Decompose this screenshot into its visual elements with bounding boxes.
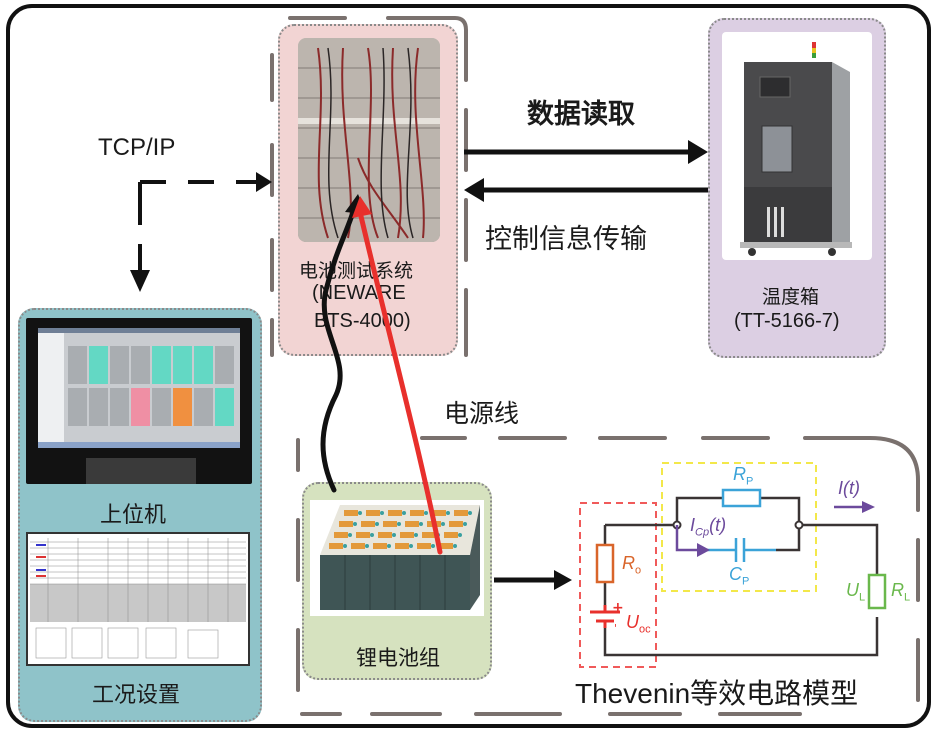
cell-terminal [383,521,397,527]
cell-terminal [351,543,365,549]
cell-post [343,544,347,548]
rp-label: RP [733,464,754,488]
uoc-label: Uoc [626,612,651,636]
cell-terminal [400,532,414,538]
circuit-model-title: Thevenin等效电路模型 [575,678,859,709]
tcp-down-arrowhead [130,270,150,292]
condition-setup-screenshot [26,532,250,666]
rack-cables-illustration [298,38,440,242]
chamber-illustration [740,42,852,256]
cell-terminal [361,521,375,527]
cell-post [458,533,462,537]
cell-post [375,522,379,526]
cell-terminal [356,532,370,538]
cell-terminal [373,543,387,549]
cell-terminal [339,521,353,527]
cp-label: CP [729,564,750,588]
cell-terminal [366,510,380,516]
uoc-plus-label: + [612,600,624,616]
cell-terminal [439,543,453,549]
condition-setup-name: 工况设置 [92,683,181,708]
cell-post [441,522,445,526]
thermal-chamber-photo [722,32,872,260]
host-computer-name: 上位机 [100,503,167,528]
cell-terminal [454,510,468,516]
cell-post [348,533,352,537]
cell-post [431,544,435,548]
monitor-screen-illustration [38,328,240,484]
cell-terminal [417,543,431,549]
rl-label: RL [891,580,911,604]
source-dashed-box [579,502,657,668]
data-read-label: 数据读取 [527,99,635,130]
cell-terminal [334,532,348,538]
cell-terminal [395,543,409,549]
cell-post [424,511,428,515]
power-line-label: 电源线 [444,399,520,428]
battery-tester-photo [298,38,440,242]
cell-post [468,511,472,515]
resistor-rl [867,573,887,610]
power-line-red [357,209,443,555]
uoc-minus-label: - [609,623,623,628]
tester-dashed-outline [270,16,468,357]
cell-post [463,522,467,526]
cell-post [402,511,406,515]
battery-pack-illustration [320,505,480,610]
rc-dashed-box [661,462,817,592]
cell-post [358,511,362,515]
cell-terminal [422,532,436,538]
cell-terminal [388,510,402,516]
cell-terminal [432,510,446,516]
battery-pack-name: 锂电池组 [356,646,440,670]
node-right [794,520,804,530]
outer-frame [6,4,931,728]
resistor-rp [721,488,762,508]
cell-terminal [405,521,419,527]
cell-terminals [329,510,472,549]
cell-terminal [344,510,358,516]
cell-terminal [378,532,392,538]
ul-label: UL [846,580,866,604]
battery-uoc [590,605,620,628]
control-transfer-label: 控制信息传输 [485,224,647,255]
battery-pack-photo [310,500,484,616]
cell-post [446,511,450,515]
cell-post [453,544,457,548]
cell-post [365,544,369,548]
cell-terminal [444,532,458,538]
tcp-ip-label: TCP/IP [98,134,176,161]
circuit-dashed-outline [296,436,920,716]
cell-terminal [410,510,424,516]
icp-label: ICp(t) [690,515,727,539]
cell-post [392,533,396,537]
cell-post [387,544,391,548]
settings-table-illustration [28,534,248,664]
cell-post [353,522,357,526]
cell-post [397,522,401,526]
cell-post [380,511,384,515]
cell-post [370,533,374,537]
cell-terminal [329,543,343,549]
cell-post [409,544,413,548]
capacitor-cp [708,538,776,562]
host-monitor-photo [26,318,252,484]
cell-terminal [449,521,463,527]
cell-post [419,522,423,526]
power-line-black [320,203,358,493]
ro-label: Ro [622,553,642,577]
cell-post [414,533,418,537]
thermal-chamber-model: (TT-5166-7) [734,310,840,332]
thermal-chamber-name: 温度箱 [762,286,820,308]
tcp-right-arrowhead [256,172,272,192]
it-label: I(t) [838,478,860,498]
resistor-ro [595,543,615,584]
